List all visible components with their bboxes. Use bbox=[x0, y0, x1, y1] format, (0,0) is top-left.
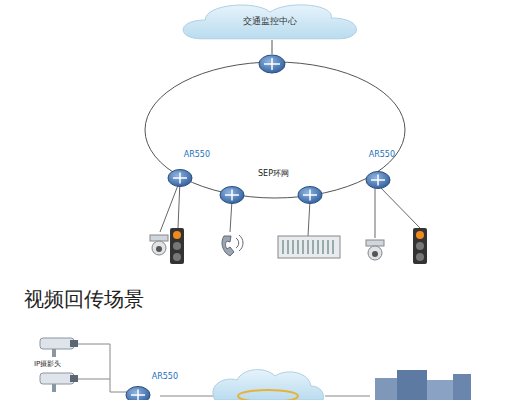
transport-cloud bbox=[213, 370, 324, 400]
link-line bbox=[272, 40, 273, 54]
section-heading: 视频回传场景 bbox=[24, 286, 144, 313]
device-label: AR550 bbox=[345, 150, 395, 159]
camera-links bbox=[78, 344, 140, 392]
router-node: AR550 bbox=[345, 150, 395, 190]
router-icon bbox=[298, 187, 322, 204]
switch-device bbox=[278, 236, 340, 258]
link-line bbox=[325, 396, 370, 397]
router-node: AR550 bbox=[128, 372, 178, 400]
phone-icon bbox=[222, 235, 243, 256]
device-label: IP摄影头 bbox=[34, 359, 61, 369]
link-line bbox=[160, 396, 215, 397]
device-label: AR550 bbox=[160, 150, 210, 159]
traffic-light bbox=[413, 228, 427, 264]
router-icon bbox=[220, 187, 244, 204]
data-center bbox=[375, 370, 471, 400]
monitor-cloud: 交通监控中心 bbox=[180, 2, 360, 42]
camera-icon bbox=[150, 235, 168, 255]
traffic-light bbox=[170, 228, 184, 264]
router-node: AR550 bbox=[160, 150, 210, 190]
router-icon bbox=[259, 55, 285, 73]
camera-icon bbox=[366, 240, 384, 260]
node-title: 交通监控中心 bbox=[180, 2, 360, 28]
ring-label: SEP环网 bbox=[258, 168, 289, 179]
sep-ring bbox=[145, 62, 405, 198]
device-label: AR550 bbox=[128, 372, 178, 381]
